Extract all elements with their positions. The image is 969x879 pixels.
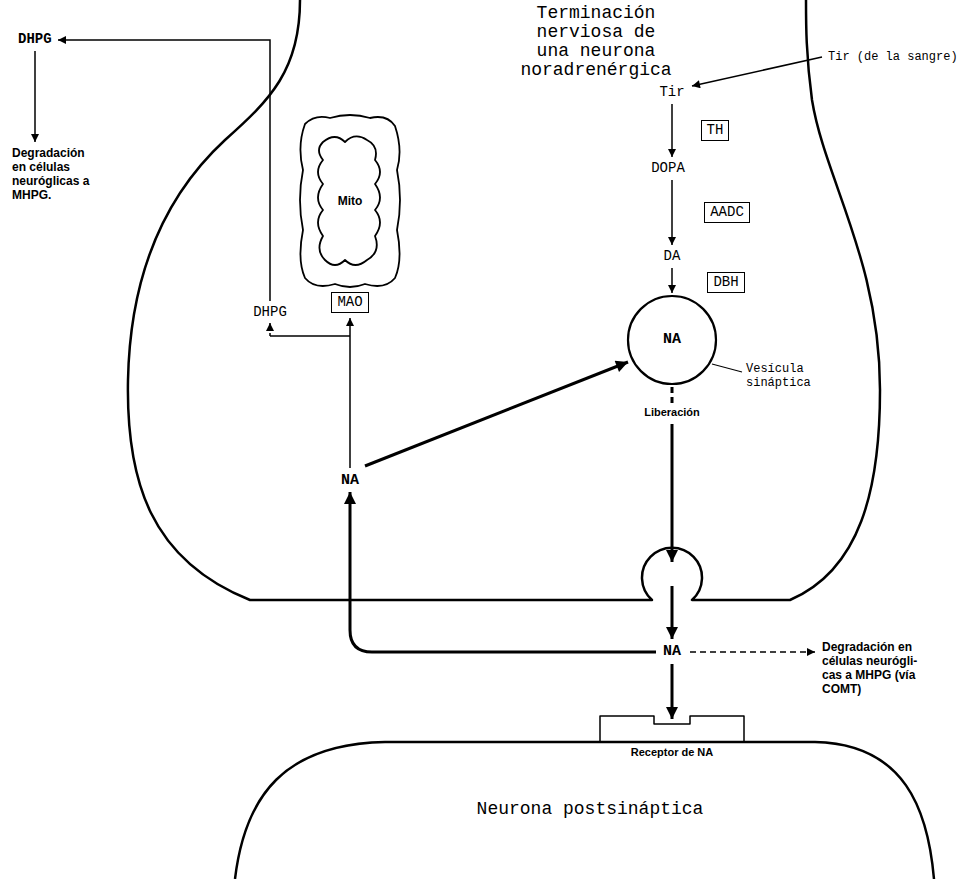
nerve-terminal-line xyxy=(128,0,880,600)
mao-arrow xyxy=(349,318,351,468)
enzyme-name: AADC xyxy=(710,204,744,220)
text-holder: Degradación en células neuróglicas a MHP… xyxy=(12,146,96,202)
receptor-shape: Receptor de NA xyxy=(600,716,744,742)
text-holder: Degradación en células neurógli- cas a M… xyxy=(822,640,922,696)
text-holder: DA xyxy=(664,248,681,265)
text-holder: DHPG xyxy=(253,304,287,321)
text-holder: Mito xyxy=(338,194,363,208)
node-text: NA xyxy=(663,331,681,348)
degradation-arrow xyxy=(690,651,815,653)
synaptic-vesicle-line xyxy=(628,296,716,384)
reuptake-arrow xyxy=(350,492,656,652)
process-label: Liberación xyxy=(642,406,702,418)
metabolite-label: DHPG xyxy=(18,31,52,47)
degradation-arrow xyxy=(34,51,36,142)
text-holder: NA xyxy=(663,643,681,661)
uptake-arrow xyxy=(692,57,822,86)
text-holder: Tir xyxy=(659,84,684,101)
callout-label: Vesícula sináptica xyxy=(746,362,811,390)
metabolite-label: DOPA xyxy=(651,160,685,176)
synthesis-arrow xyxy=(671,268,673,293)
synthesis-arrow xyxy=(671,180,673,245)
note-label: Degradación en células neurógli- cas a M… xyxy=(822,640,917,696)
note-label: Degradación en células neuróglicas a MHP… xyxy=(12,146,89,202)
text-holder: DHPG xyxy=(18,31,52,48)
mitochondrion-line xyxy=(318,136,380,265)
enzyme-box: AADC xyxy=(704,202,750,223)
text-holder: NA xyxy=(341,472,359,490)
text-holder: NA xyxy=(663,331,681,349)
release-arrow xyxy=(671,387,674,404)
enzyme-name: TH xyxy=(707,122,724,138)
efflux-arrow xyxy=(58,40,270,301)
enzyme-box: DBH xyxy=(707,272,744,293)
binding-arrow xyxy=(671,664,674,719)
synaptic-vesicle: NA xyxy=(627,295,717,385)
metabolite-label: NA xyxy=(663,643,681,660)
text-holder: Tir (de la sangre) xyxy=(828,50,958,64)
node-text: Receptor de NA xyxy=(631,746,714,758)
nerve-terminal-outline xyxy=(0,0,969,612)
release-arrow xyxy=(671,586,674,639)
mitochondrion: Mito xyxy=(295,110,405,292)
synthesis-arrow xyxy=(671,104,673,157)
text-holder: Liberación xyxy=(642,406,702,419)
enzyme-box: TH xyxy=(701,120,730,141)
metabolite-label: NA xyxy=(341,472,359,489)
storage-arrow xyxy=(365,362,628,466)
text-holder: Receptor de NA xyxy=(631,746,714,759)
receptor-shape-line xyxy=(600,716,744,742)
receptor-shape-outline xyxy=(600,716,744,742)
metabolite-label: DHPG xyxy=(253,304,287,320)
nerve-terminal: Terminación nerviosa de una neurona nora… xyxy=(0,0,969,612)
text-holder: Vesícula sináptica xyxy=(746,362,824,390)
enzyme-box: MAO xyxy=(331,292,368,313)
enzyme-name: DBH xyxy=(713,274,738,290)
mao-branch xyxy=(269,323,271,336)
node-text: Terminación nerviosa de una neurona nora… xyxy=(520,3,671,80)
mitochondrion-line xyxy=(300,115,400,287)
metabolite-label: DA xyxy=(664,248,681,264)
node-text: Mito xyxy=(338,194,363,208)
node-text: Neurona postsináptica xyxy=(477,799,704,819)
enzyme-name: MAO xyxy=(337,294,362,310)
release-arrow xyxy=(671,424,674,562)
mao-branch xyxy=(270,335,350,337)
source-label: Tir (de la sangre) xyxy=(828,50,958,64)
text-holder: Terminación nerviosa de una neurona nora… xyxy=(518,4,674,80)
text-holder: Neurona postsináptica xyxy=(477,800,704,819)
metabolite-label: Tir xyxy=(659,84,684,100)
postsynaptic-neuron: Neurona postsináptica xyxy=(0,700,969,879)
leader-line xyxy=(712,364,742,372)
arrow-group xyxy=(35,40,822,719)
text-holder: DOPA xyxy=(651,160,685,177)
postsynaptic-neuron-outline xyxy=(0,700,969,879)
postsynaptic-neuron-line xyxy=(235,742,934,879)
